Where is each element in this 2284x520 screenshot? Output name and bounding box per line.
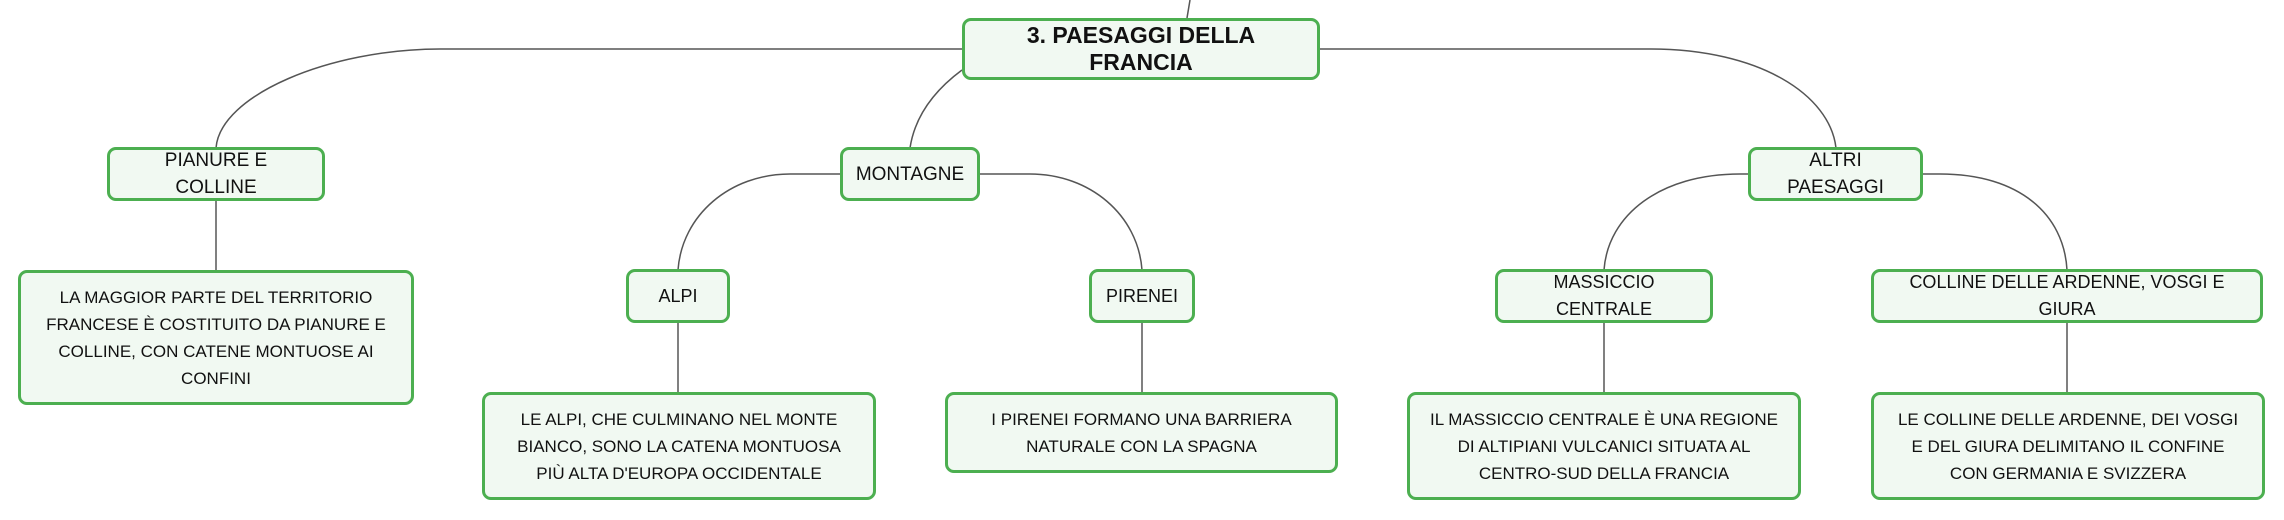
topic-massiccio-centrale[interactable]: MASSICCIO CENTRALE [1495, 269, 1713, 323]
topic-pianure-e-colline-label: PIANURE E COLLINE [164, 150, 268, 198]
note-alpi-text: LE ALPI, CHE CULMINANO NEL MONTE BIANCO,… [517, 409, 841, 483]
topic-altri-paesaggi-label: ALTRI PAESAGGI [1787, 150, 1884, 198]
note-pianure-e-colline[interactable]: LA MAGGIOR PARTE DEL TERRITORIO FRANCESE… [18, 270, 414, 405]
root-topic-label: 3. PAESAGGI DELLA FRANCIA [1026, 22, 1256, 75]
connector-altri-massiccio [1603, 173, 1748, 271]
topic-massiccio-centrale-label: MASSICCIO CENTRALE [1553, 272, 1655, 319]
connector-root-pianure [215, 48, 962, 149]
connector-root-altri [1320, 48, 1837, 149]
topic-alpi-label: ALPI [658, 285, 698, 306]
note-pirenei[interactable]: I PIRENEI FORMANO UNA BARRIERA NATURALE … [945, 392, 1338, 473]
connector-altri-ardenne [1923, 173, 2068, 271]
connector-parent-root [1186, 0, 1191, 19]
note-colline-ardenne-text: LE COLLINE DELLE ARDENNE, DEI VOSGI E DE… [1897, 409, 2239, 483]
note-massiccio-centrale[interactable]: IL MASSICCIO CENTRALE È UNA REGIONE DI A… [1407, 392, 1801, 500]
topic-montagne-label: MONTAGNE [855, 163, 965, 185]
note-pianure-e-colline-text: LA MAGGIOR PARTE DEL TERRITORIO FRANCESE… [46, 287, 386, 388]
topic-pianure-e-colline[interactable]: PIANURE E COLLINE [107, 147, 325, 201]
connector-root-montagne [909, 69, 963, 149]
connector-montagne-alpi [677, 173, 840, 271]
note-massiccio-centrale-text: IL MASSICCIO CENTRALE È UNA REGIONE DI A… [1430, 409, 1778, 483]
topic-alpi[interactable]: ALPI [626, 269, 730, 323]
root-topic[interactable]: 3. PAESAGGI DELLA FRANCIA [962, 18, 1320, 80]
topic-altri-paesaggi[interactable]: ALTRI PAESAGGI [1748, 147, 1923, 201]
connector-montagne-pirenei [980, 173, 1143, 271]
note-colline-ardenne[interactable]: LE COLLINE DELLE ARDENNE, DEI VOSGI E DE… [1871, 392, 2265, 500]
topic-pirenei[interactable]: PIRENEI [1089, 269, 1195, 323]
note-alpi[interactable]: LE ALPI, CHE CULMINANO NEL MONTE BIANCO,… [482, 392, 876, 500]
topic-colline-ardenne-label: COLLINE DELLE ARDENNE, VOSGI E GIURA [1909, 272, 2225, 319]
note-pirenei-text: I PIRENEI FORMANO UNA BARRIERA NATURALE … [991, 409, 1292, 456]
topic-pirenei-label: PIRENEI [1105, 285, 1179, 306]
topic-colline-ardenne[interactable]: COLLINE DELLE ARDENNE, VOSGI E GIURA [1871, 269, 2263, 323]
topic-montagne[interactable]: MONTAGNE [840, 147, 980, 201]
